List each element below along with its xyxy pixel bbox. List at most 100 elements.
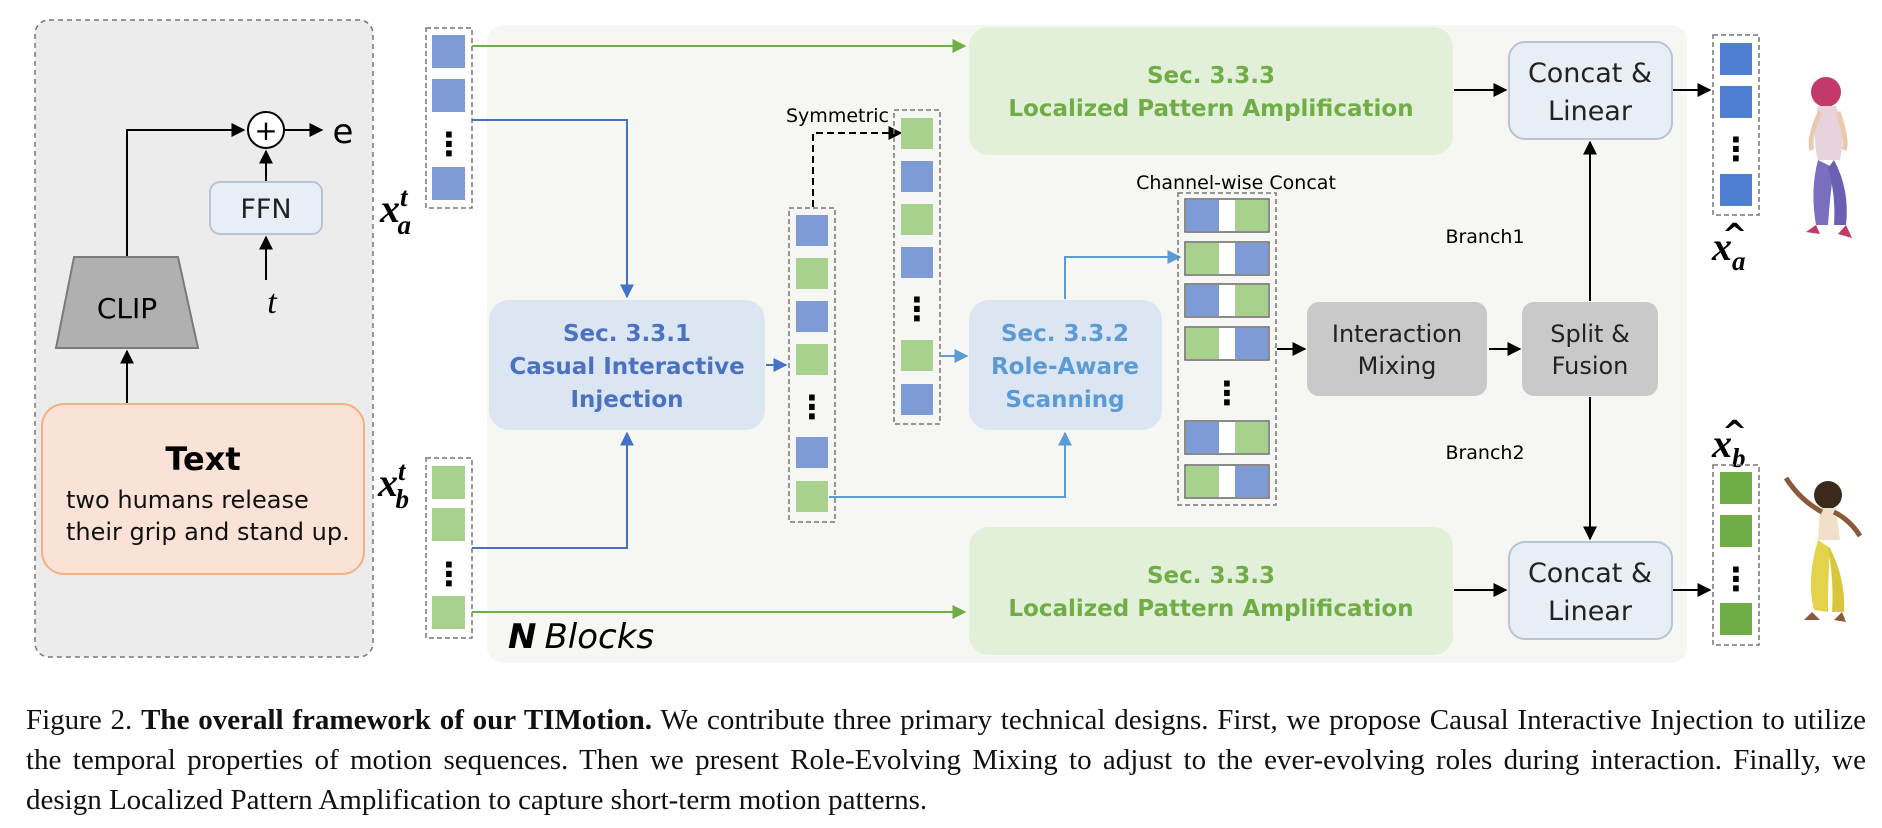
causal-sec-label: Sec. 3.3.1: [563, 321, 691, 347]
text-prompt-title: Text: [165, 440, 240, 478]
concat-blue-half: [1186, 200, 1219, 231]
interaction-line1: Interaction: [1332, 320, 1462, 348]
caption-body: We contribute three primary technical de…: [26, 704, 1867, 816]
symmetric-label: Symmetric: [786, 105, 889, 127]
ffn-box: [209, 181, 323, 235]
xb-token: [432, 466, 465, 499]
xa-token-column: [425, 27, 473, 209]
sym-token: [901, 340, 933, 371]
concat-blue-half: [1186, 422, 1219, 453]
role-to-concat-arrow: [1064, 250, 1182, 299]
causal-name-line1: Casual Interactive: [509, 354, 744, 380]
text-prompt-line2: their grip and stand up.: [66, 518, 350, 546]
seq-token: [796, 215, 828, 246]
xa-token: [432, 35, 465, 68]
xb-dots: ⋮: [433, 555, 465, 593]
causal-name-line2: Injection: [570, 387, 683, 413]
seq-token: [796, 344, 828, 375]
character-b-figure: [1783, 476, 1863, 622]
output-a-label: xa: [1711, 224, 1746, 276]
n-blocks-word: Blocks: [544, 617, 654, 657]
output-b-label: xb: [1711, 421, 1746, 473]
xa-token: [432, 79, 465, 112]
symmetric-arrow: [812, 126, 903, 207]
split-fusion-box: [1522, 302, 1658, 396]
channel-concat-label: Channel-wise Concat: [1136, 172, 1336, 194]
ffn-label: FFN: [240, 194, 291, 225]
text-prompt-line1: two humans release: [66, 486, 309, 514]
sym-token: [901, 384, 933, 415]
xb-token: [432, 508, 465, 541]
output-b-dots: ⋮: [1720, 560, 1752, 598]
symmetric-sequence-column: [893, 109, 941, 425]
seq-token: [796, 258, 828, 289]
xa-token: [432, 167, 465, 200]
interleaved-sequence-column: [788, 207, 836, 523]
split-line2: Fusion: [1552, 352, 1629, 380]
output-a-column: [1712, 34, 1760, 216]
concat-green-half: [1235, 200, 1268, 231]
output-b-hat: ^: [1722, 415, 1747, 450]
character-a-figure: [1806, 77, 1852, 238]
lpa-top-box: [969, 27, 1453, 155]
concat-blue-half: [1235, 243, 1268, 274]
add-circle: [247, 111, 285, 149]
branch2-label: Branch2: [1445, 442, 1524, 464]
concat-green-half: [1235, 422, 1268, 453]
role-name-line2: Scanning: [1005, 387, 1124, 413]
lpa-top-sec: Sec. 3.3.3: [1147, 63, 1275, 89]
figure-caption: Figure 2. The overall framework of our T…: [26, 700, 1866, 820]
role-sec-label: Sec. 3.3.2: [1001, 321, 1129, 347]
sequence-to-role-arrow: [829, 431, 1072, 498]
xa-to-causal-arrow: [472, 119, 634, 299]
caption-prefix: Figure 2.: [26, 704, 133, 736]
output-b-token: [1720, 472, 1752, 504]
e-label: e: [333, 112, 354, 152]
role-name-line1: Role-Aware: [991, 354, 1139, 380]
xa-dots: ⋮: [433, 125, 465, 163]
output-a-token: [1720, 174, 1752, 206]
concat-blue-half: [1186, 285, 1219, 316]
output-a-hat: ^: [1722, 218, 1747, 253]
concat-green-half: [1186, 243, 1219, 274]
lpa-bottom-box: [969, 527, 1453, 655]
sym-dots: ⋮: [901, 290, 933, 328]
interaction-mixing-box: [1307, 302, 1487, 396]
plus-symbol: +: [254, 114, 277, 147]
output-b-column: [1712, 464, 1760, 646]
concat-green-half: [1235, 285, 1268, 316]
concat-top-line1: Concat &: [1528, 58, 1652, 89]
n-letter: N: [508, 617, 536, 657]
concat-green-half: [1186, 466, 1219, 497]
output-b-token: [1720, 603, 1752, 635]
output-a-token: [1720, 86, 1752, 118]
concat-top-line2: Linear: [1548, 96, 1633, 127]
output-a-dots: ⋮: [1720, 130, 1752, 168]
t-label: t: [267, 284, 278, 321]
clip-label: CLIP: [97, 292, 157, 325]
sym-token: [901, 118, 933, 149]
concat-bottom-line1: Concat &: [1528, 558, 1652, 589]
lpa-bottom-sec: Sec. 3.3.3: [1147, 563, 1275, 589]
output-a-token: [1720, 43, 1752, 75]
channel-concat-column: [1177, 192, 1277, 506]
concat-blue-half: [1235, 328, 1268, 359]
concat-blue-half: [1235, 466, 1268, 497]
output-b-token: [1720, 515, 1752, 547]
branch1-label: Branch1: [1445, 226, 1524, 248]
concat-green-half: [1186, 328, 1219, 359]
seq-token: [796, 301, 828, 332]
seq-dots: ⋮: [796, 388, 828, 426]
split-line1: Split &: [1550, 320, 1630, 348]
concat-linear-top-box: [1508, 41, 1673, 140]
framework-diagram: Text two humans release their grip and s…: [34, 19, 1863, 663]
causal-interactive-injection-box: [489, 300, 765, 430]
sym-token: [901, 247, 933, 278]
lpa-bottom-name: Localized Pattern Amplification: [1008, 596, 1413, 622]
xb-to-causal-arrow: [472, 431, 634, 549]
interaction-line2: Mixing: [1358, 352, 1437, 380]
text-prompt-box: [41, 403, 365, 575]
